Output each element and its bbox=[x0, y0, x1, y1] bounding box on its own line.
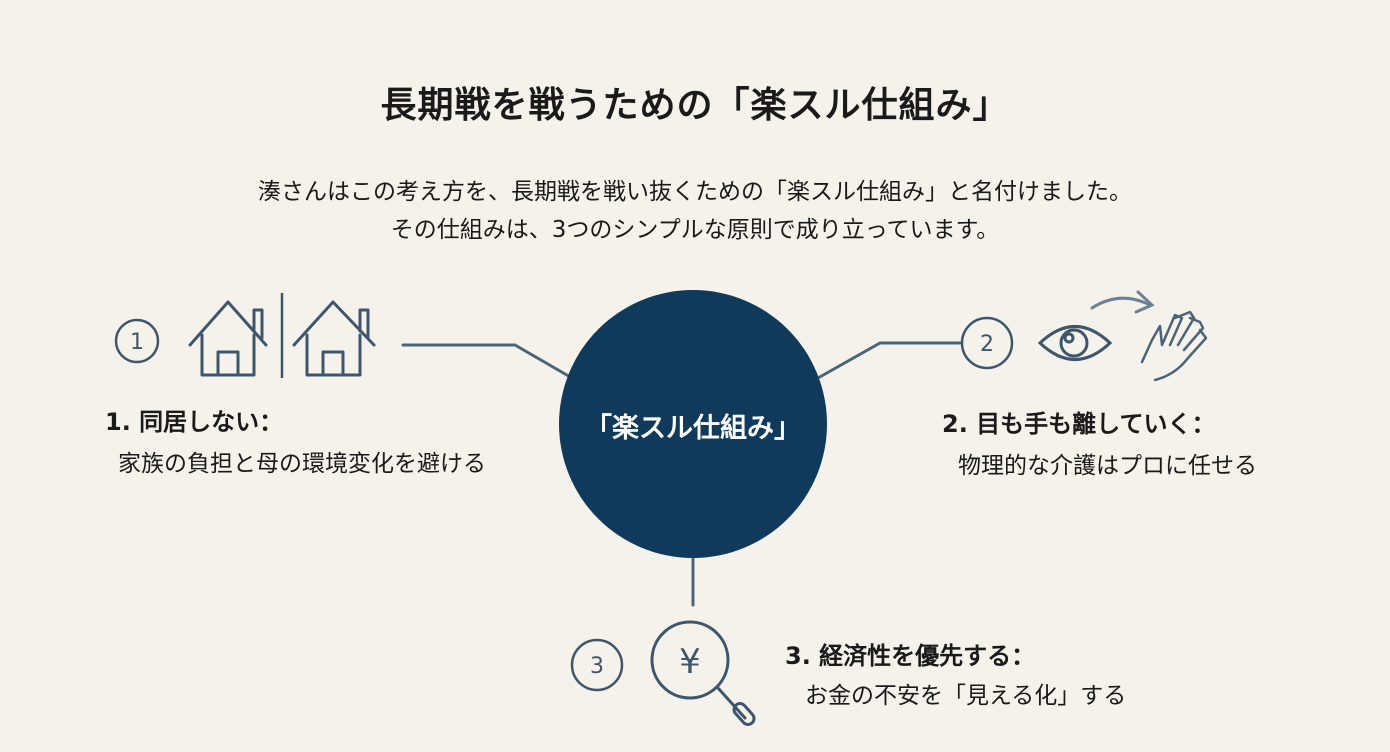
yen-magnifier-icon bbox=[650, 620, 756, 726]
house-icon bbox=[188, 300, 268, 377]
yen-symbol: ¥ bbox=[679, 642, 701, 682]
principle-1-title: 1. 同居しない： bbox=[105, 408, 284, 436]
number-badge-2 bbox=[960, 316, 1014, 370]
principle-1-desc: 家族の負担と母の環境変化を避ける bbox=[118, 451, 486, 477]
number-3: 3 bbox=[590, 654, 604, 679]
page-title: 長期戦を戦うための「楽スル仕組み」 bbox=[380, 85, 1010, 126]
number-1: 1 bbox=[130, 330, 144, 355]
house-icon bbox=[292, 300, 376, 377]
number-badge-3 bbox=[570, 638, 624, 692]
subtitle-line-1: 湊さんはこの考え方を、長期戦を戦い抜くための「楽スル仕組み」と名付けました。 bbox=[258, 179, 1132, 205]
principle-2-desc: 物理的な介護はプロに任せる bbox=[958, 453, 1257, 479]
arrow-icon bbox=[1090, 290, 1155, 314]
center-label: 「楽スル仕組み」 bbox=[585, 413, 801, 444]
principle-3-desc: お金の不安を「見える化」する bbox=[805, 683, 1127, 709]
center-circle bbox=[559, 290, 827, 558]
connector-line-2 bbox=[816, 341, 962, 380]
number-badge-1 bbox=[114, 318, 160, 364]
principle-3-title: 3. 経済性を優先する： bbox=[785, 642, 1036, 670]
hand-icon bbox=[1140, 310, 1208, 382]
connector-line-1 bbox=[401, 343, 574, 380]
eye-icon bbox=[1037, 325, 1113, 361]
number-2: 2 bbox=[980, 332, 994, 357]
subtitle-line-2: その仕組みは、3つのシンプルな原則で成り立っています。 bbox=[390, 217, 1000, 243]
principle-2-title: 2. 目も手も離していく： bbox=[942, 410, 1216, 438]
